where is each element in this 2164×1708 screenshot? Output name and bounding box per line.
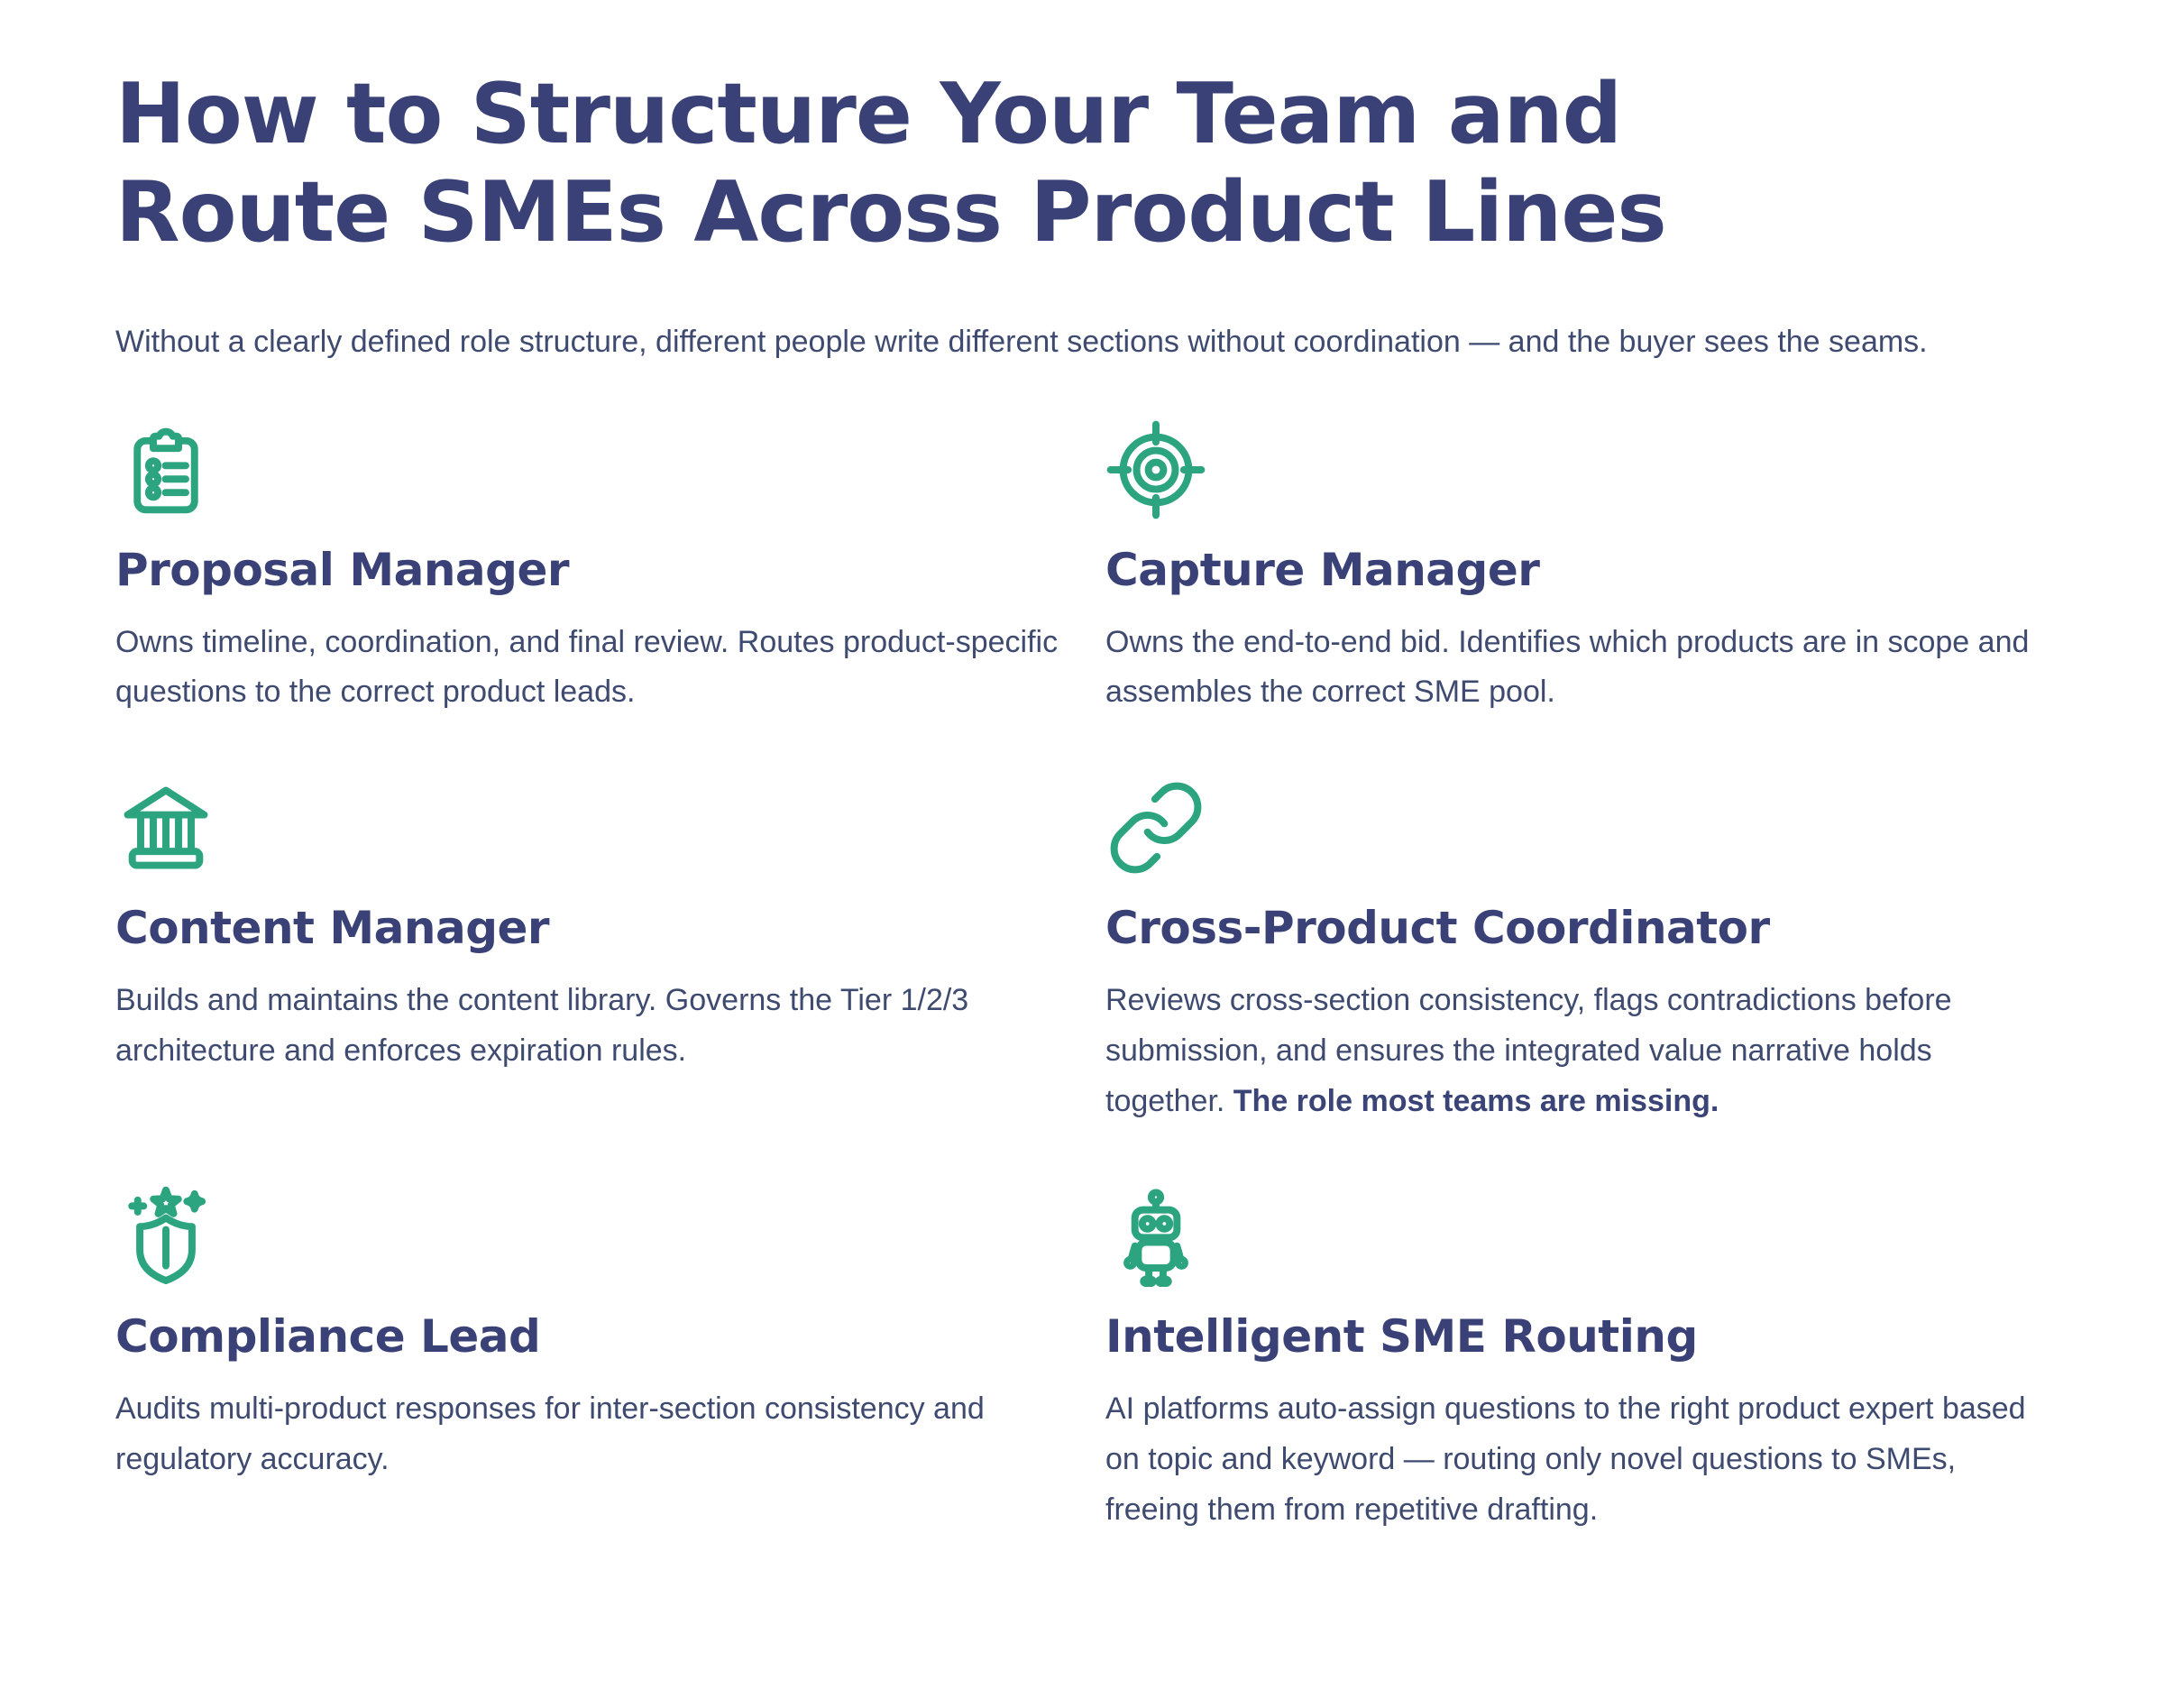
shield-star-icon <box>115 1186 216 1287</box>
role-title: Intelligent SME Routing <box>1105 1310 1698 1364</box>
role-title: Content Manager <box>115 902 550 955</box>
role-description-text: Reviews cross-section consistency, flags… <box>1105 983 1952 1118</box>
role-card-proposal-manager: Proposal Manager Owns timeline, coordina… <box>115 419 1059 719</box>
page-title: How to Structure Your Team and Route SME… <box>115 65 2049 262</box>
role-description: Audits multi-product responses for inter… <box>115 1391 985 1477</box>
intro-paragraph: Without a clearly defined role structure… <box>115 324 1928 359</box>
clipboard-list-icon <box>115 419 216 520</box>
role-description: Reviews cross-section consistency, flags… <box>1105 976 2049 1126</box>
role-title: Proposal Manager <box>115 543 570 596</box>
article-section: How to Structure Your Team and Route SME… <box>115 65 2049 1536</box>
bank-icon <box>115 777 216 878</box>
role-title: Compliance Lead <box>115 1310 541 1364</box>
role-description: AI platforms auto-assign questions to th… <box>1105 1391 2026 1527</box>
roles-grid: Proposal Manager Owns timeline, coordina… <box>115 419 2049 1536</box>
role-card-cross-product-coordinator: Cross-Product Coordinator Reviews cross-… <box>1105 777 2049 1126</box>
role-card-content-manager: Content Manager Builds and maintains the… <box>115 777 1059 1126</box>
role-card-intelligent-sme-routing: Intelligent SME Routing AI platforms aut… <box>1105 1186 2049 1535</box>
role-description: Owns timeline, coordination, and final r… <box>115 624 1059 710</box>
robot-icon <box>1105 1186 1206 1289</box>
page-title-line1: How to Structure Your Team and <box>115 65 1622 162</box>
page-title-line2: Route SMEs Across Product Lines <box>115 162 1667 261</box>
target-icon <box>1105 419 1206 520</box>
role-card-compliance-lead: Compliance Lead Audits multi-product res… <box>115 1186 1059 1535</box>
role-description: Builds and maintains the content library… <box>115 983 969 1068</box>
role-title: Capture Manager <box>1105 543 1540 596</box>
role-card-capture-manager: Capture Manager Owns the end-to-end bid.… <box>1105 419 2049 719</box>
link-icon <box>1105 777 1206 878</box>
role-title: Cross-Product Coordinator <box>1105 902 1770 955</box>
role-description: Owns the end-to-end bid. Identifies whic… <box>1105 624 2030 710</box>
role-description-emphasis: The role most teams are missing. <box>1233 1083 1719 1118</box>
